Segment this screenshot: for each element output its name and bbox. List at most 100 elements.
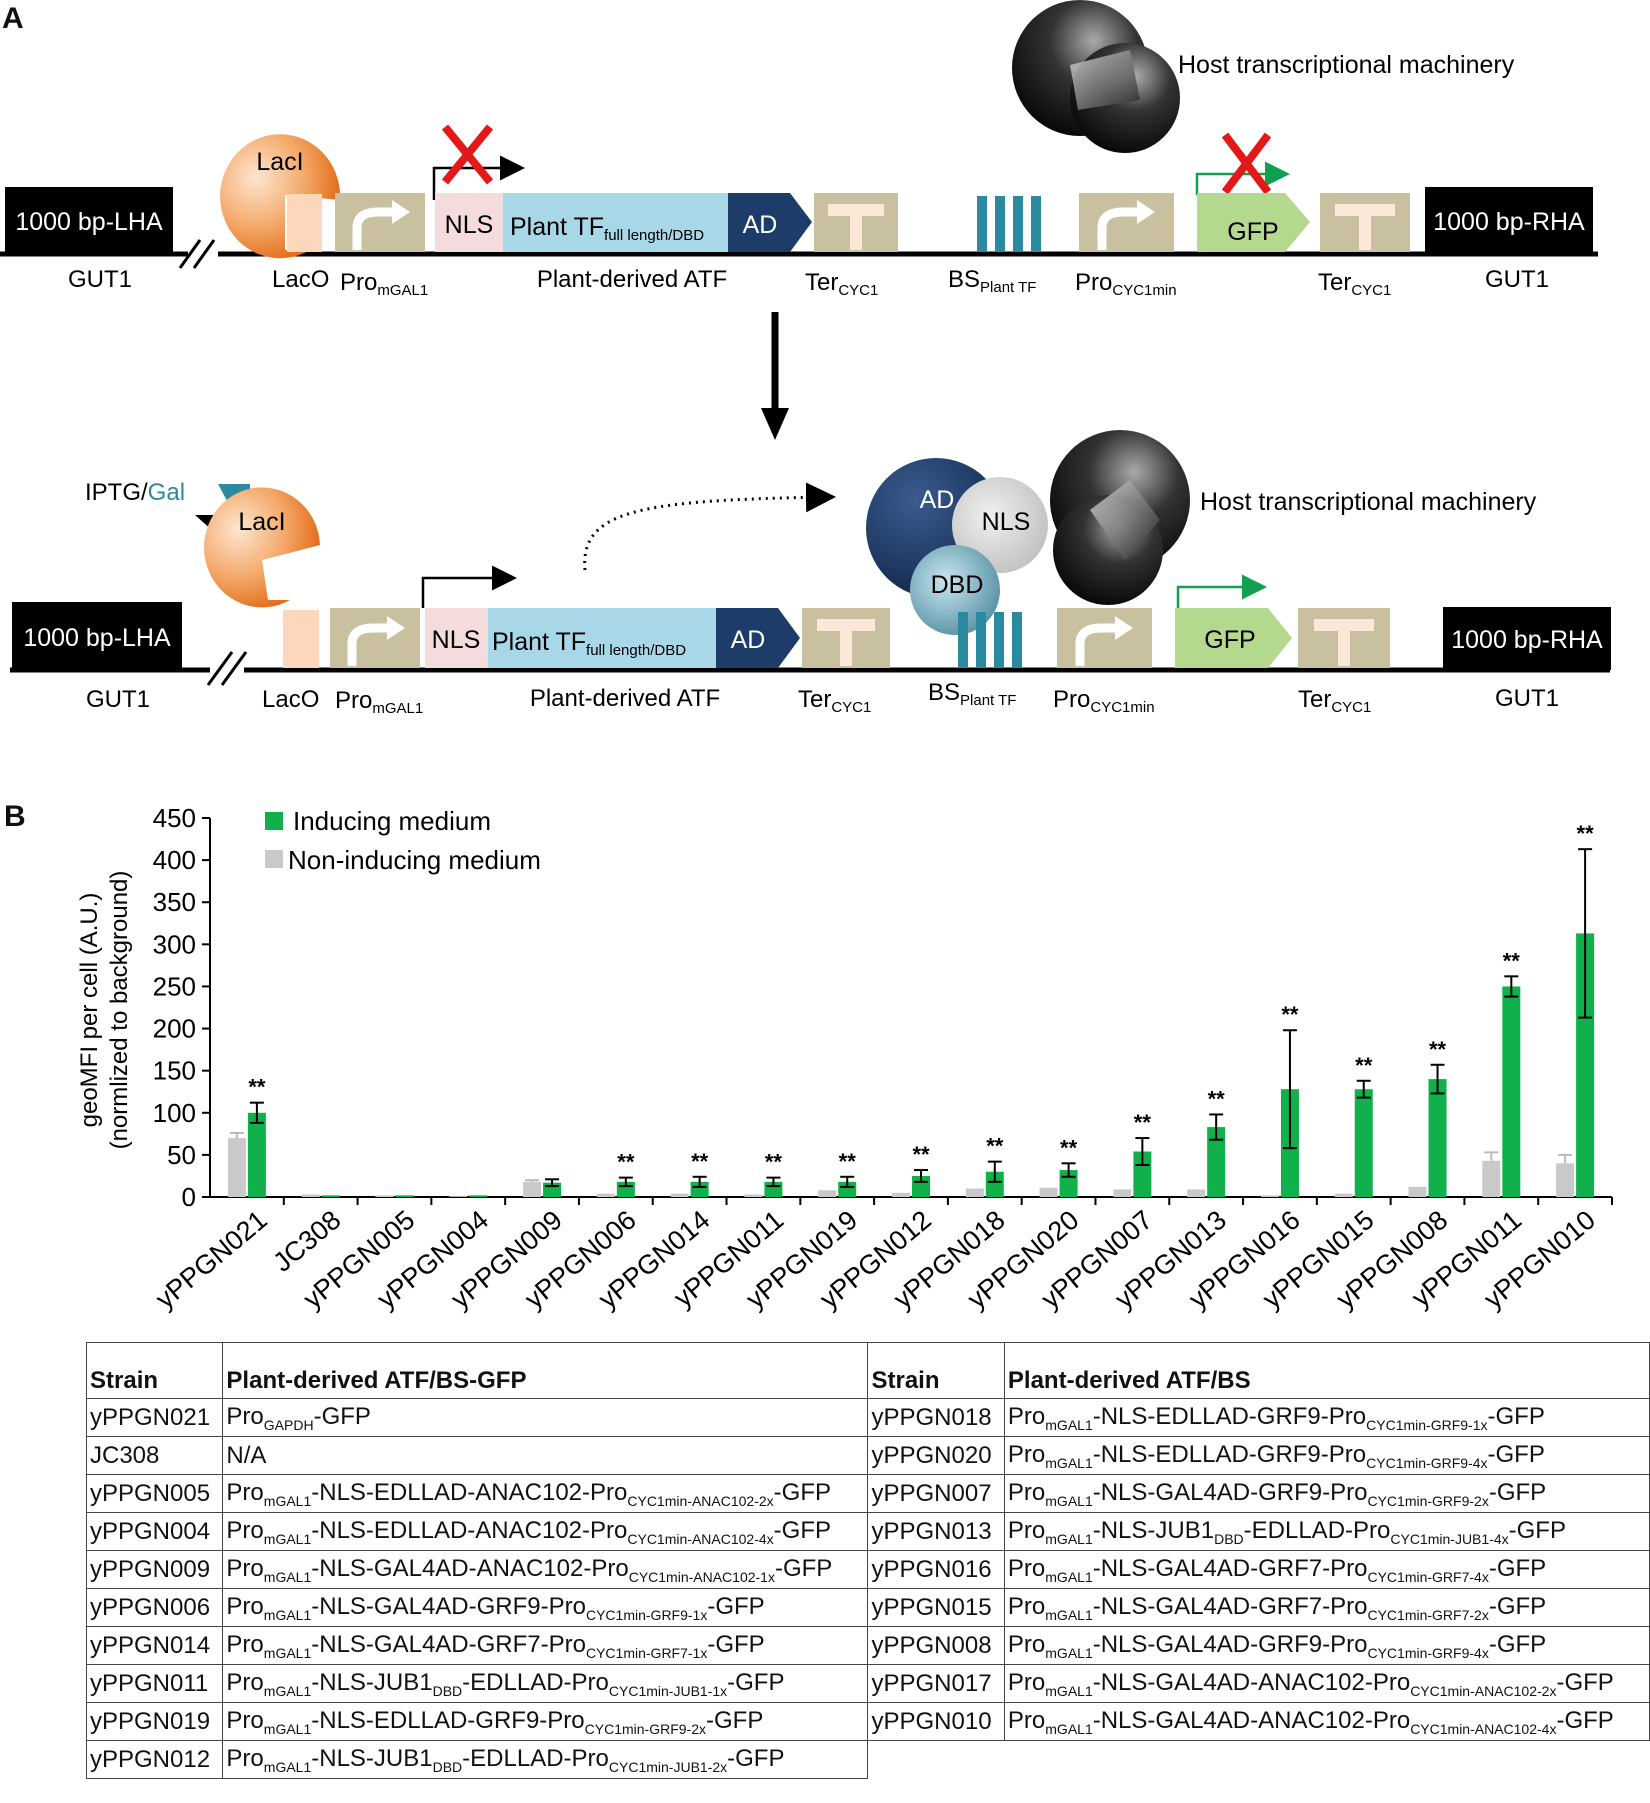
top-bs-label: BSPlant TF	[948, 266, 1036, 296]
significance-marker: **	[765, 1150, 783, 1175]
table-cell-strain: yPPGN006	[85, 1588, 224, 1627]
bottom-ad-label: AD	[731, 626, 766, 654]
table-cell-strain: JC308	[85, 1436, 224, 1475]
top-promoter-mgal1	[335, 193, 425, 252]
top-gut1-left: GUT1	[68, 266, 132, 293]
chart-x-tick-labels: yPPGN021JC308yPPGN005yPPGN004yPPGN009yPP…	[150, 1205, 1601, 1315]
table-cell-construct: N/A	[222, 1436, 869, 1475]
bar-inducing	[1428, 1079, 1447, 1197]
bar-inducing	[838, 1181, 857, 1197]
legend-label-non-inducing: Non-inducing medium	[288, 845, 541, 875]
significance-marker: **	[1060, 1135, 1078, 1160]
bar-non-inducing	[1187, 1189, 1206, 1197]
bar-non-inducing	[1334, 1193, 1353, 1197]
table-cell-construct: PromGAL1-NLS-JUB1DBD-EDLLAD-ProCYC1min-J…	[222, 1740, 869, 1779]
top-ad-label: AD	[743, 211, 778, 239]
significance-marker: **	[1577, 821, 1595, 846]
bar-inducing	[1576, 933, 1595, 1197]
table-cell-construct: PromGAL1-NLS-GAL4AD-ANAC102-ProCYC1min-A…	[1003, 1702, 1650, 1741]
bottom-inducer-label: IPTG/Gal	[85, 479, 185, 506]
bottom-gfp-label: GFP	[1204, 626, 1255, 654]
bottom-ad-box	[716, 608, 800, 668]
table-cell-strain: yPPGN017	[867, 1664, 1005, 1703]
top-host-label: Host transcriptional machinery	[1178, 51, 1515, 79]
bar-inducing	[690, 1181, 709, 1197]
legend-label-inducing: Inducing medium	[293, 806, 491, 836]
bottom-ter1-label: TerCYC1	[798, 686, 871, 716]
bar-non-inducing	[227, 1138, 246, 1197]
top-rha-label: 1000 bp-RHA	[1433, 208, 1585, 236]
table-header-cell: Strain	[85, 1342, 224, 1399]
bottom-plant-tf-box	[488, 608, 716, 668]
significance-marker: **	[1281, 1002, 1299, 1027]
table-cell-strain: yPPGN012	[85, 1740, 224, 1779]
significance-marker: **	[617, 1150, 635, 1175]
table-cell-strain: yPPGN008	[867, 1626, 1005, 1665]
complex-nls-icon	[952, 477, 1048, 573]
bottom-pro-mgal1-label: PromGAL1	[335, 687, 423, 717]
top-laci-label: LacI	[256, 148, 303, 176]
bottom-host-label: Host transcriptional machinery	[1200, 488, 1537, 516]
bottom-gfp-box	[1175, 608, 1292, 668]
top-rha-box	[1425, 187, 1593, 254]
top-gut1-right: GUT1	[1485, 266, 1549, 293]
top-laco-box	[287, 194, 322, 252]
top-transcription-arrow	[432, 155, 525, 200]
bottom-atf-complex: AD NLS DBD	[866, 458, 1048, 635]
bottom-laco-box	[283, 610, 319, 668]
significance-marker: **	[1503, 948, 1521, 973]
bar-inducing	[395, 1195, 414, 1197]
bar-non-inducing	[965, 1188, 984, 1197]
legend-swatch-inducing	[265, 812, 283, 830]
table-cell-strain: yPPGN013	[867, 1512, 1005, 1551]
bar-inducing	[1207, 1127, 1226, 1197]
top-red-cross-icon	[441, 124, 494, 185]
top-gfp-box	[1197, 193, 1310, 252]
top-laci-protein: LacI	[220, 134, 341, 259]
bar-non-inducing	[1408, 1186, 1427, 1197]
top-terminator-1	[814, 193, 898, 252]
top-break-mark	[192, 239, 216, 269]
table-cell-strain: yPPGN007	[867, 1474, 1005, 1513]
table-cell-construct: PromGAL1-NLS-GAL4AD-GRF9-ProCYC1min-GRF9…	[222, 1588, 869, 1627]
significance-marker: **	[1429, 1037, 1447, 1062]
table-cell-strain: yPPGN016	[867, 1550, 1005, 1589]
transition-arrow-icon	[761, 312, 789, 440]
top-lha-label: 1000 bp-LHA	[15, 208, 163, 236]
x-tick-label: yPPGN021	[150, 1205, 273, 1315]
top-pro-mgal1-label: PromGAL1	[340, 269, 428, 299]
bottom-pro-cyc-label: ProCYC1min	[1053, 686, 1155, 716]
bottom-rha-label: 1000 bp-RHA	[1451, 626, 1603, 654]
bottom-transcription-arrow	[421, 565, 517, 608]
significance-marker: **	[691, 1149, 709, 1174]
bottom-ter2-label: TerCYC1	[1298, 686, 1371, 716]
bottom-gut1-left: GUT1	[86, 686, 150, 713]
top-lha-box	[5, 187, 173, 254]
bottom-terminator-2	[1298, 608, 1390, 668]
significance-marker: **	[248, 1075, 266, 1100]
y-axis-label: geoMFI per cell (A.U.)	[76, 893, 103, 1128]
table-cell-construct	[1004, 1741, 1649, 1779]
chart-bars: ******************************	[227, 821, 1595, 1197]
bar-non-inducing	[892, 1192, 910, 1197]
significance-marker: **	[839, 1149, 857, 1174]
complex-dbd-label: DBD	[931, 571, 984, 599]
bar-non-inducing	[1260, 1195, 1279, 1197]
top-break-mark	[178, 239, 202, 269]
table-cell-strain: yPPGN009	[85, 1550, 224, 1589]
table-cell-construct: PromGAL1-NLS-EDLLAD-GRF9-ProCYC1min-GRF9…	[1003, 1398, 1650, 1437]
table-cell-strain: yPPGN004	[85, 1512, 224, 1551]
table-cell-construct: PromGAL1-NLS-GAL4AD-GRF7-ProCYC1min-GRF7…	[1003, 1588, 1650, 1627]
table-cell-strain: yPPGN011	[85, 1664, 224, 1703]
bar-non-inducing	[596, 1193, 615, 1197]
bottom-binding-sites	[958, 612, 1022, 668]
bottom-atf-label: Plant-derived ATF	[530, 685, 720, 712]
table-cell-strain: yPPGN005	[85, 1474, 224, 1513]
